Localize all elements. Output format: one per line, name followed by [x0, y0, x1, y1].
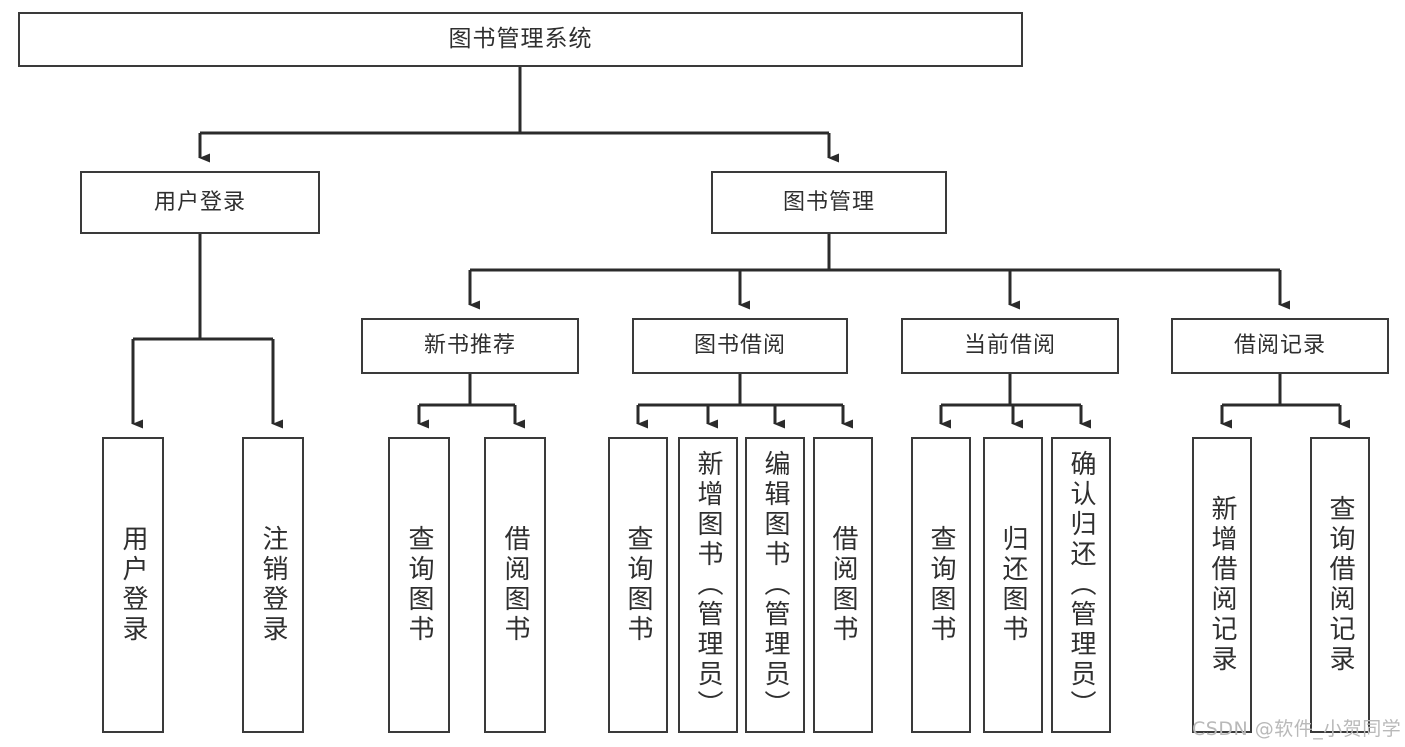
watermark-text: CSDN @软件_小贺同学	[1192, 718, 1402, 740]
node-current-borrow-label: 当前借阅	[963, 333, 1056, 359]
node-leaf-borrow-book-1[interactable]: 借阅图书	[484, 437, 546, 733]
node-leaf-edit-book-label: 编辑图书（管理员）	[760, 450, 790, 720]
node-root-system-label: 图书管理系统	[448, 26, 593, 53]
node-borrow-record[interactable]: 借阅记录	[1171, 318, 1389, 374]
node-leaf-add-book-label: 新增图书（管理员）	[693, 450, 723, 720]
node-leaf-query-book-3[interactable]: 查询图书	[911, 437, 971, 733]
node-leaf-query-record-label: 查询借阅记录	[1325, 495, 1355, 675]
node-current-borrow[interactable]: 当前借阅	[901, 318, 1119, 374]
node-book-manage-label: 图书管理	[782, 189, 875, 215]
node-borrow-record-label: 借阅记录	[1233, 333, 1326, 359]
node-user-login[interactable]: 用户登录	[80, 171, 320, 234]
node-root-system[interactable]: 图书管理系统	[18, 12, 1023, 67]
node-leaf-borrow-book-2[interactable]: 借阅图书	[813, 437, 873, 733]
node-leaf-user-login[interactable]: 用户登录	[102, 437, 164, 733]
node-book-manage[interactable]: 图书管理	[711, 171, 947, 234]
node-leaf-user-logout-label: 注销登录	[258, 525, 288, 645]
node-leaf-add-book[interactable]: 新增图书（管理员）	[678, 437, 738, 733]
node-book-borrow-label: 图书借阅	[693, 333, 786, 359]
node-leaf-query-book-2[interactable]: 查询图书	[608, 437, 668, 733]
node-leaf-user-login-label: 用户登录	[118, 525, 148, 645]
node-leaf-edit-book[interactable]: 编辑图书（管理员）	[745, 437, 805, 733]
node-leaf-confirm-return[interactable]: 确认归还（管理员）	[1051, 437, 1111, 733]
node-leaf-add-record[interactable]: 新增借阅记录	[1192, 437, 1252, 733]
node-leaf-borrow-book-2-label: 借阅图书	[828, 525, 858, 645]
node-new-book-recommend-label: 新书推荐	[423, 333, 516, 359]
node-leaf-add-record-label: 新增借阅记录	[1207, 495, 1237, 675]
node-leaf-return-book[interactable]: 归还图书	[983, 437, 1043, 733]
node-leaf-query-book-1[interactable]: 查询图书	[388, 437, 450, 733]
node-user-login-label: 用户登录	[153, 189, 246, 215]
node-leaf-user-logout[interactable]: 注销登录	[242, 437, 304, 733]
node-leaf-confirm-return-label: 确认归还（管理员）	[1066, 450, 1096, 720]
node-book-borrow[interactable]: 图书借阅	[632, 318, 848, 374]
node-leaf-borrow-book-1-label: 借阅图书	[500, 525, 530, 645]
node-new-book-recommend[interactable]: 新书推荐	[361, 318, 579, 374]
node-leaf-return-book-label: 归还图书	[998, 525, 1028, 645]
node-leaf-query-book-1-label: 查询图书	[404, 525, 434, 645]
node-leaf-query-book-3-label: 查询图书	[926, 525, 956, 645]
node-leaf-query-record[interactable]: 查询借阅记录	[1310, 437, 1370, 733]
node-leaf-query-book-2-label: 查询图书	[623, 525, 653, 645]
